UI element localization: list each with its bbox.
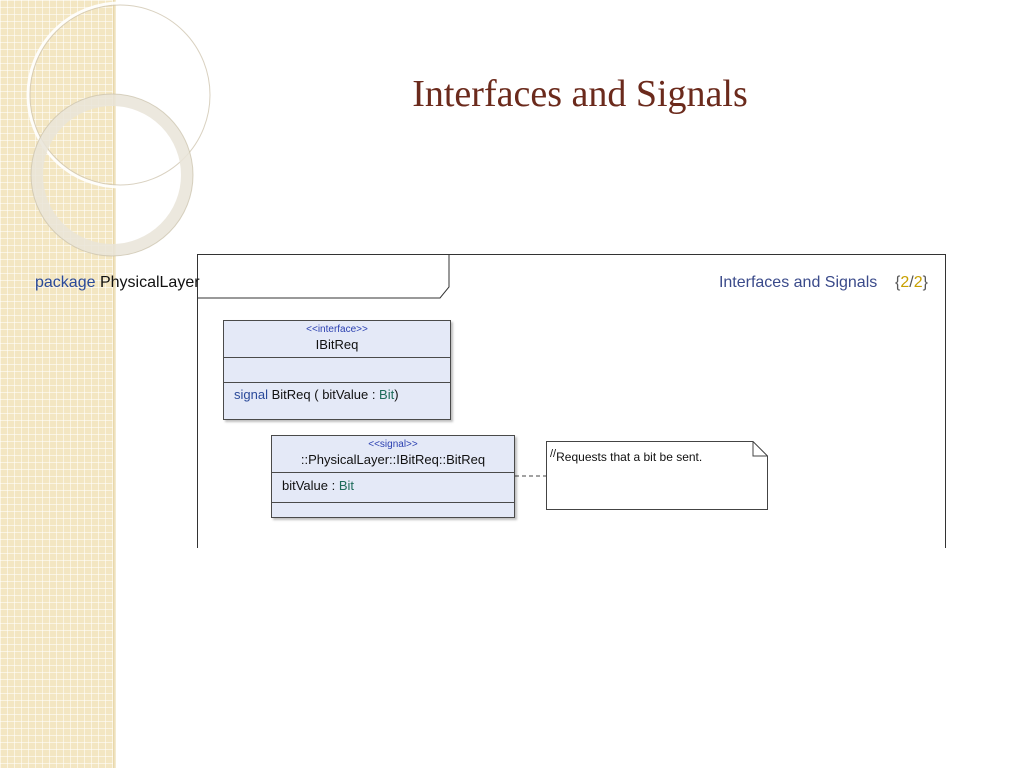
signal-stereotype: <<signal>>	[368, 439, 418, 450]
note-body: Requests that a bit be sent.	[556, 450, 703, 464]
note-text: //Requests that a bit be sent.	[550, 448, 702, 464]
signal-box[interactable]: <<signal>> ::PhysicalLayer::IBitReq::Bit…	[271, 435, 515, 518]
operation-close: )	[394, 387, 399, 402]
note-marker: //	[550, 448, 557, 460]
interface-stereotype: <<interface>>	[306, 324, 368, 335]
page-separator: /	[909, 274, 914, 291]
signal-attributes: bitValue : Bit	[272, 473, 514, 503]
attribute-sep: :	[328, 478, 339, 493]
operation-open: (	[310, 387, 323, 402]
frame-package-label: package PhysicalLayer	[35, 274, 200, 292]
attribute-type: Bit	[338, 478, 355, 493]
operation-param: bitValue	[322, 387, 369, 402]
interface-name: IBitReq	[315, 337, 359, 352]
signal-name: ::PhysicalLayer::IBitReq::BitReq	[300, 452, 486, 467]
side-band-edge	[113, 0, 116, 768]
slide-title: Interfaces and Signals	[412, 73, 748, 115]
interface-header: <<interface>> IBitReq	[224, 321, 450, 358]
signal-operations	[272, 503, 514, 511]
decorative-circles	[26, 1, 214, 257]
interface-operation: signal BitReq ( bitValue : Bit)	[224, 383, 450, 402]
package-keyword: package	[35, 274, 96, 291]
page-brace-open: {	[895, 274, 901, 291]
page-number: 2	[900, 274, 910, 291]
interface-attributes	[224, 358, 450, 383]
interface-box[interactable]: <<interface>> IBitReq signal BitReq ( bi…	[223, 320, 451, 420]
operation-keyword: signal	[234, 387, 268, 402]
operation-type: Bit	[379, 387, 395, 402]
package-name: PhysicalLayer	[99, 274, 200, 291]
operation-sep: :	[368, 387, 380, 402]
attribute-name: bitValue	[282, 478, 329, 493]
comment-note[interactable]	[546, 441, 768, 510]
signal-header: <<signal>> ::PhysicalLayer::IBitReq::Bit…	[272, 436, 514, 473]
page-total: 2	[913, 274, 923, 291]
frame-diagram-ref: Interfaces and Signals {2/2}	[719, 274, 928, 292]
diagram-name: Interfaces and Signals	[718, 274, 878, 291]
operation-name: BitReq	[271, 387, 311, 402]
page-brace-close: }	[922, 274, 928, 291]
